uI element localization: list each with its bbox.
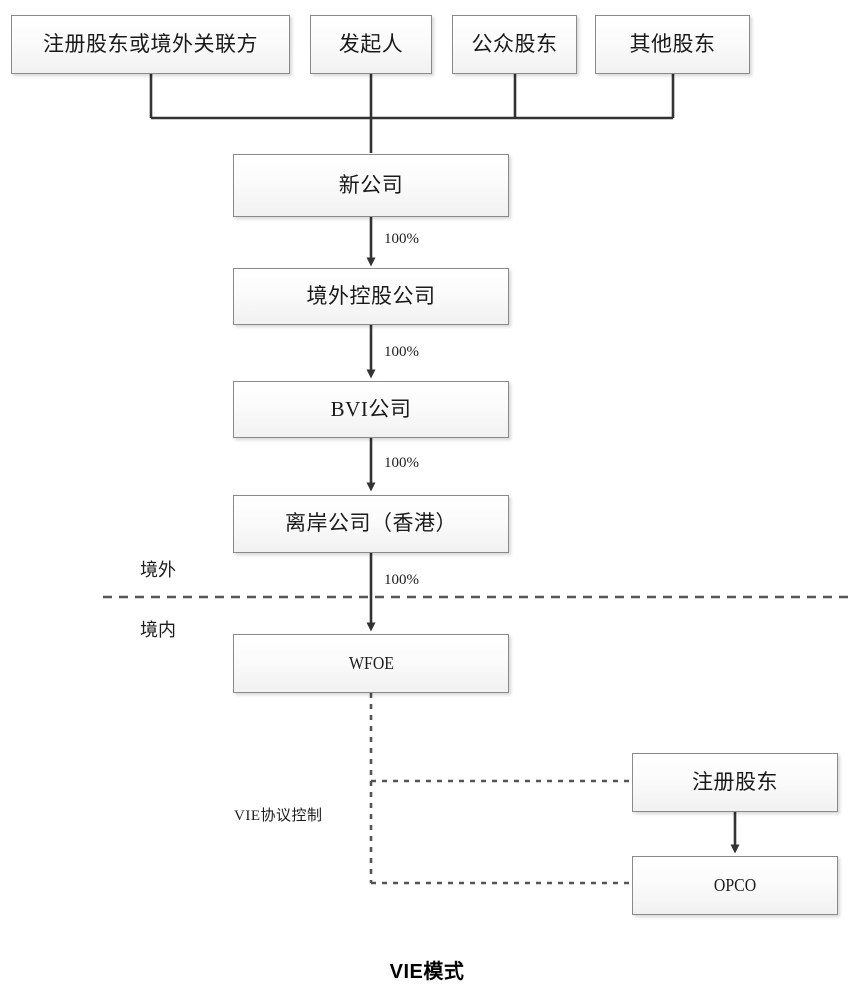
node-bvi-company[interactable]: BVI公司 — [233, 381, 509, 438]
node-label: 注册股东 — [692, 769, 778, 794]
node-label: 注册股东或境外关联方 — [43, 31, 258, 56]
ownership-label-bvi-to-hongkong: 100% — [384, 455, 419, 471]
node-registered-shareholder-or-offshore-affiliate[interactable]: 注册股东或境外关联方 — [11, 15, 290, 74]
node-label: 离岸公司（香港） — [285, 511, 457, 536]
node-label: 其他股东 — [629, 31, 716, 56]
node-offshore-holding-company[interactable]: 境外控股公司 — [233, 268, 509, 325]
diagram-caption: VIE模式 — [389, 961, 465, 983]
node-label: 公众股东 — [471, 31, 558, 56]
vie-control-label: VIE协议控制 — [234, 808, 323, 824]
ownership-label-new-to-holding: 100% — [384, 231, 419, 247]
shareholder-bus — [149, 74, 675, 153]
vie-control-lines — [369, 693, 632, 885]
node-label: 境外控股公司 — [306, 283, 436, 308]
node-new-company[interactable]: 新公司 — [233, 154, 509, 217]
node-opco[interactable]: OPCO — [632, 856, 838, 915]
node-public-shareholders[interactable]: 公众股东 — [452, 15, 577, 74]
ownership-label-holding-to-bvi: 100% — [384, 344, 419, 360]
node-label: WFOE — [348, 652, 394, 673]
node-offshore-company-hongkong[interactable]: 离岸公司（香港） — [233, 495, 509, 553]
node-label: 新公司 — [338, 172, 404, 197]
node-registered-shareholder[interactable]: 注册股东 — [632, 753, 838, 812]
node-other-shareholders[interactable]: 其他股东 — [595, 15, 750, 74]
node-wfoe[interactable]: WFOE — [233, 634, 509, 693]
offshore-region-label: 境外 — [140, 560, 176, 580]
node-promoter[interactable]: 发起人 — [310, 15, 432, 74]
node-label: 发起人 — [338, 31, 404, 56]
ownership-label-hongkong-to-wfoe: 100% — [384, 572, 419, 588]
node-label: OPCO — [713, 874, 757, 895]
node-label: BVI公司 — [330, 396, 412, 421]
onshore-region-label: 境内 — [140, 620, 176, 640]
